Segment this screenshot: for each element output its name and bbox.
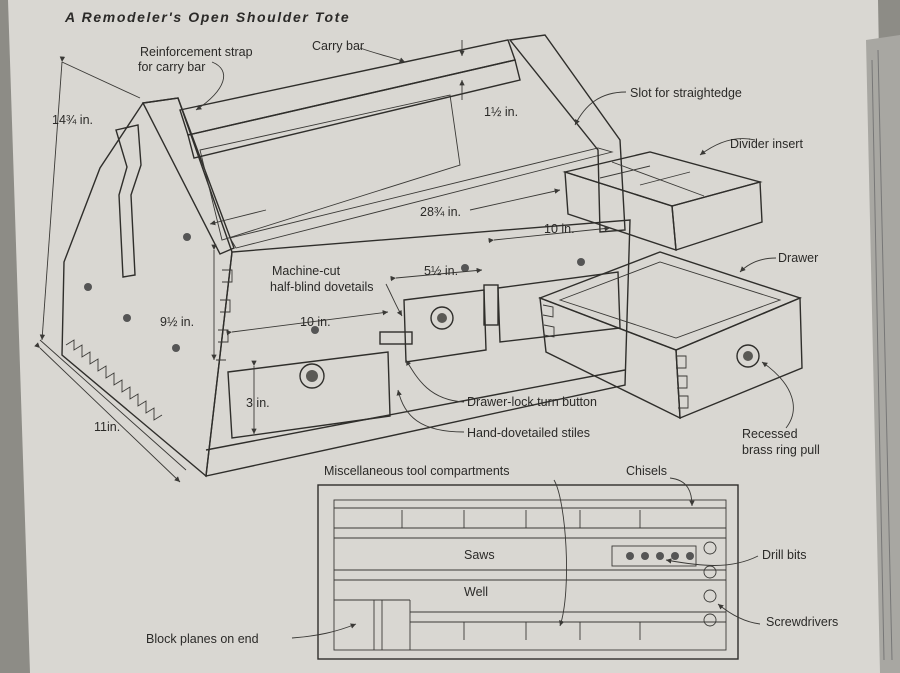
label-hand-dovetailed-stiles: Hand-dovetailed stiles — [467, 426, 590, 440]
dim-depth: 11in. — [94, 420, 120, 434]
label-reinforcement-strap-1: Reinforcement strap — [140, 45, 253, 59]
screw — [172, 344, 180, 352]
screw — [183, 233, 191, 241]
label-chisels: Chisels — [626, 464, 667, 478]
label-slot-for-straightedge: Slot for straightedge — [630, 86, 742, 100]
dim-side-height: 9½ in. — [160, 315, 194, 329]
ring-pull — [299, 363, 325, 389]
dim-length: 28¾ in. — [420, 205, 461, 219]
label-block-planes: Block planes on end — [146, 632, 259, 646]
label-machine-cut-2: half-blind dovetails — [270, 280, 374, 294]
screw — [84, 283, 92, 291]
diagram-title: A Remodeler's Open Shoulder Tote — [64, 9, 350, 25]
screw — [123, 314, 131, 322]
ring-pull — [736, 344, 760, 368]
label-machine-cut-1: Machine-cut — [272, 264, 341, 278]
drawer-lock-turn-button — [483, 284, 499, 326]
dim-carry-bar-thickness: 1½ in. — [484, 105, 518, 119]
dim-stile-gap: 5½ in. — [424, 264, 458, 278]
divider-insert — [562, 151, 763, 252]
label-screwdrivers: Screwdrivers — [766, 615, 838, 629]
dim-height: 14¾ in. — [52, 113, 93, 127]
label-carry-bar: Carry bar — [312, 39, 364, 53]
dim-drawer-width: 10 in. — [300, 315, 331, 329]
drawer-front-left — [227, 351, 391, 439]
label-misc-tool-compartments: Miscellaneous tool compartments — [324, 464, 510, 478]
drawer-front-middle — [403, 289, 487, 363]
dim-compartment-10: 10 in. — [544, 222, 575, 236]
reinforcement-strap — [115, 124, 142, 278]
paper-sheet — [8, 0, 890, 673]
label-drill-bits: Drill bits — [762, 548, 806, 562]
label-recessed-ring-pull-2: brass ring pull — [742, 443, 820, 457]
drawer — [538, 251, 803, 420]
dim-drawer-height: 3 in. — [246, 396, 270, 410]
label-drawer: Drawer — [778, 251, 818, 265]
screw — [461, 264, 469, 272]
screw — [577, 258, 585, 266]
label-well: Well — [464, 585, 488, 599]
label-drawer-lock-turn-button: Drawer-lock turn button — [467, 395, 597, 409]
label-recessed-ring-pull-1: Recessed — [742, 427, 798, 441]
label-divider-insert: Divider insert — [730, 137, 803, 151]
label-reinforcement-strap-2: for carry bar — [138, 60, 205, 74]
drawer-lock-turn-button — [379, 331, 413, 345]
top-view — [317, 484, 739, 660]
ring-pull — [430, 306, 454, 330]
label-saws: Saws — [464, 548, 495, 562]
